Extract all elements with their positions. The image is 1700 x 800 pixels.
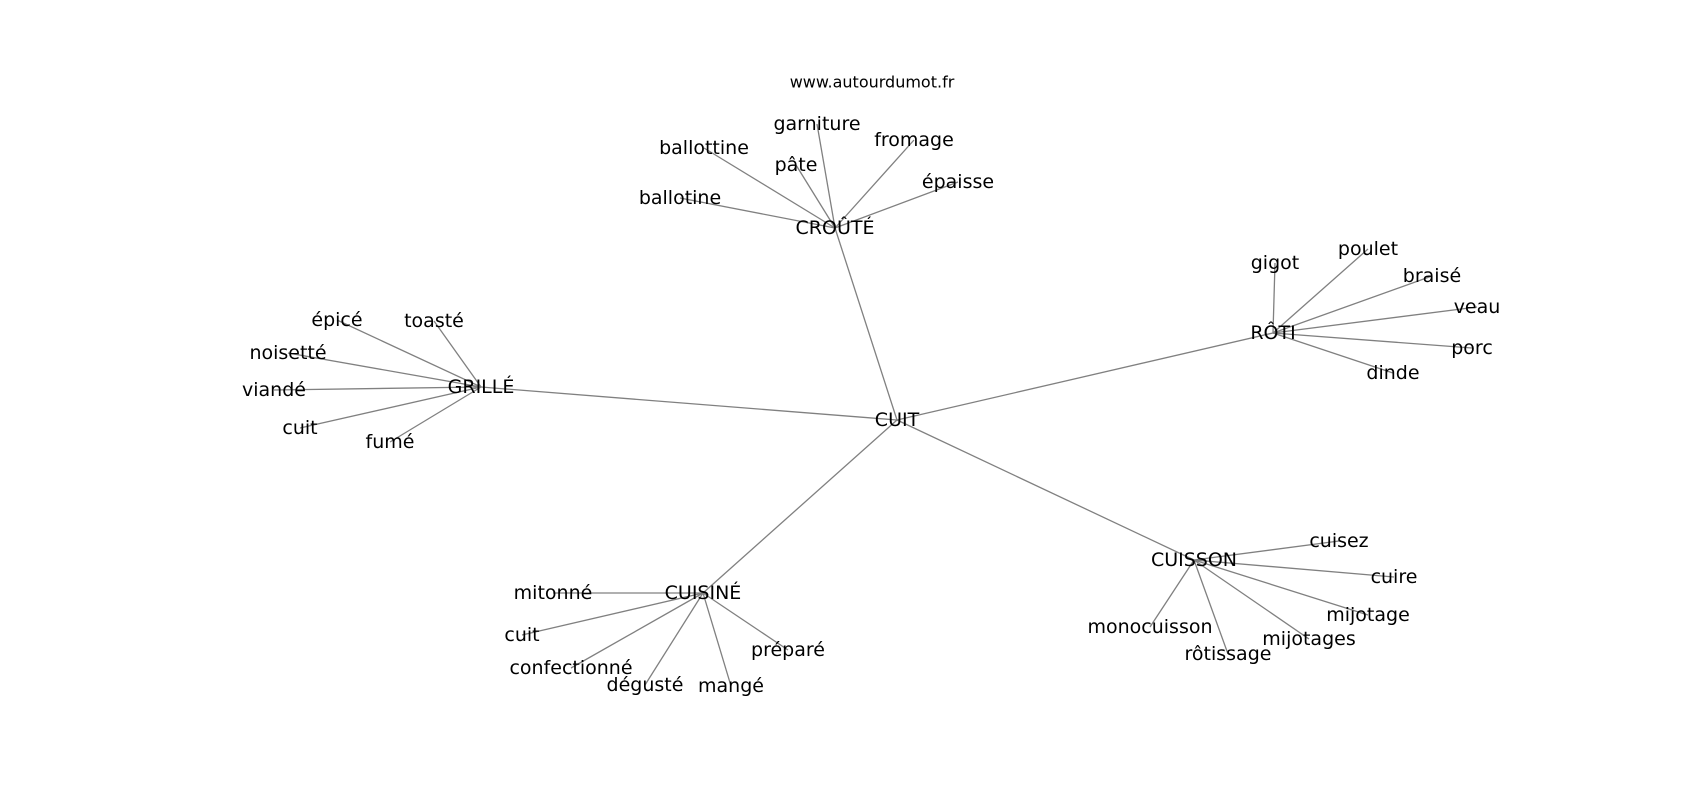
leaf-word: poulet [1338,238,1398,260]
edge-group-leaf [1193,540,1340,561]
leaf-word: veau [1454,296,1501,318]
leaf-word: cuit [504,624,539,646]
leaf-word: gigot [1251,252,1299,274]
leaf-word: préparé [751,639,825,661]
leaf-word: fumé [366,431,415,453]
edge-group-leaf [1272,275,1433,334]
leaf-word: porc [1451,337,1493,359]
leaf-word: noisetté [249,342,326,364]
graph-nodes: CUIT CROÛTÉ garniture ballottine pâte fromage… [242,113,1500,697]
leaf-word: confectionné [509,657,632,679]
edge-group-leaf [1272,306,1478,334]
edge-group-leaf [299,386,482,429]
edge-group-leaf [1193,559,1310,640]
leaf-word: braisé [1403,265,1461,287]
leaf-word: viandé [242,379,306,401]
edge-group-leaf [679,197,836,229]
leaf-word: dégusté [607,674,684,696]
edge-root-group [480,386,898,421]
edge-group-leaf [1272,332,1473,349]
group-word: GRILLÉ [448,375,515,398]
leaf-word: mijotages [1262,628,1355,650]
edge-group-leaf [1149,559,1195,628]
leaf-word: rôtissage [1185,643,1272,665]
edge-group-leaf [1193,559,1229,655]
leaf-word: mijotage [1326,604,1410,626]
leaf-word: cuire [1371,566,1418,588]
leaf-word: fromage [874,129,954,151]
leaf-word: cuit [282,417,317,439]
edge-group-leaf [1272,332,1394,374]
root-word: CUIT [875,409,920,431]
edge-group-leaf [336,319,482,388]
leaf-word: ballotine [639,187,721,209]
edge-root-group [702,419,898,594]
leaf-word: ballottine [659,137,749,159]
edge-group-leaf [1193,559,1395,578]
edge-group-leaf [389,386,482,443]
edge-group-leaf [1193,559,1369,616]
edge-group-leaf [702,592,732,687]
group-word: CUISINÉ [665,581,742,604]
edge-group-leaf [703,147,836,229]
edge-group-leaf [433,320,482,388]
edge-root-group [896,332,1274,421]
edge-root-group [834,227,898,421]
edge-root-group [896,419,1195,561]
leaf-word: dinde [1366,362,1419,384]
edge-group-leaf [702,592,789,651]
leaf-word: mangé [698,675,764,697]
edge-group-leaf [795,164,836,229]
edge-group-leaf [816,123,836,229]
group-word: CUISSON [1151,549,1237,571]
edge-group-leaf [273,386,482,391]
edge-group-leaf [1272,262,1276,334]
leaf-word: mitonné [514,582,593,604]
leaf-word: toasté [404,310,464,332]
leaf-word: épaisse [922,171,994,193]
leaf-word: épicé [311,309,362,331]
leaf-word: garniture [773,113,860,135]
source-label: www.autourdumot.fr [790,73,955,92]
edge-group-leaf [644,592,704,686]
edge-group-leaf [570,592,704,669]
edge-group-leaf [834,181,959,229]
edge-group-leaf [1272,248,1369,334]
leaf-word: pâte [775,154,818,176]
group-word: CROÛTÉ [796,215,875,239]
edge-group-leaf [521,592,704,636]
group-word: RÔTI [1250,320,1295,344]
edge-group-leaf [287,352,482,388]
graph-edges [273,123,1478,687]
leaf-word: cuisez [1309,530,1368,552]
edge-group-leaf [834,139,915,229]
leaf-word: monocuisson [1087,616,1212,638]
